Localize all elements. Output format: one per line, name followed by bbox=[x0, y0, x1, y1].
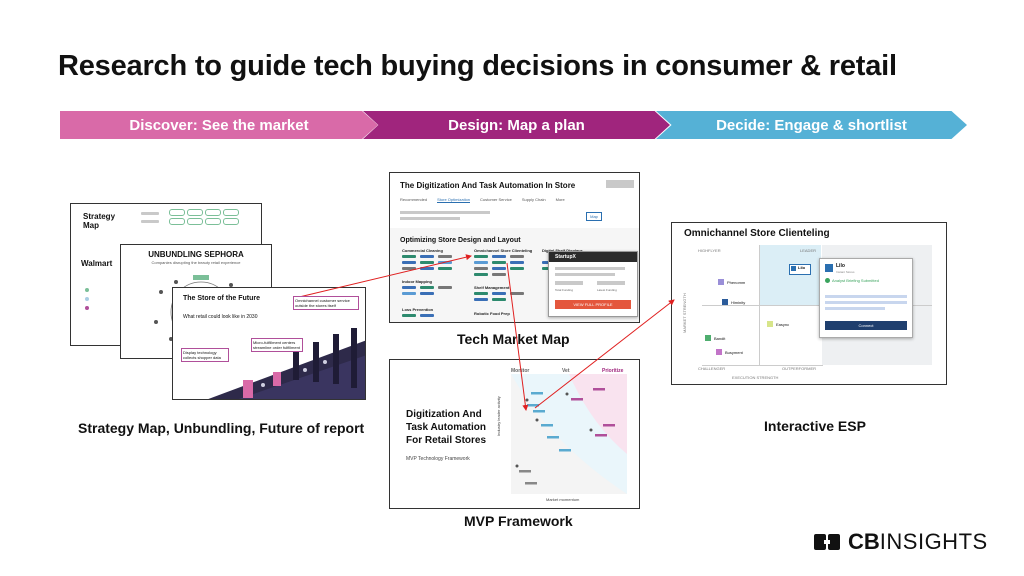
popup-status: Analyst Briefing Submitted bbox=[832, 278, 879, 283]
unbundling-title: UNBUNDLING SEPHORA bbox=[148, 250, 244, 259]
esp-company-popup: Lilo Instant Stores Analyst Briefing Sub… bbox=[819, 258, 913, 338]
discover-caption: Strategy Map, Unbundling, Future of repo… bbox=[78, 420, 365, 436]
company-lilo[interactable]: Lilo bbox=[798, 265, 806, 270]
page-title: Research to guide tech buying decisions … bbox=[58, 50, 897, 82]
startup-popup: StartupX Total Funding Latest Funding VI… bbox=[548, 251, 638, 317]
store-future-callout-2: Micro-fulfillment centers streamline ord… bbox=[251, 338, 303, 352]
connect-button[interactable]: Connect bbox=[825, 321, 907, 330]
esp-card: Omnichannel Store Clienteling HIGHFLYER … bbox=[671, 222, 947, 385]
esp-yaxis: MARKET STRENGTH bbox=[682, 293, 687, 333]
unbundling-subtitle: Companies disrupting the beauty retail e… bbox=[151, 260, 241, 265]
popup-company-name: StartupX bbox=[549, 252, 637, 262]
category-commercial-cleaning: Commercial Cleaning bbox=[402, 248, 443, 253]
stage-design: Design: Map a plan bbox=[363, 111, 670, 139]
esp-xaxis: EXECUTION STRENGTH bbox=[732, 375, 779, 380]
nav-tab-recommended[interactable]: Recommended bbox=[400, 197, 428, 202]
store-future-callout-1: Omnichannel customer service outside the… bbox=[293, 296, 359, 310]
market-map-card: The Digitization And Task Automation In … bbox=[389, 172, 640, 323]
esp-title: Omnichannel Store Clienteling bbox=[684, 228, 830, 239]
store-future-title: The Store of the Future bbox=[183, 295, 260, 302]
quadrant-leader: LEADER bbox=[800, 248, 817, 253]
company-busyment[interactable]: Busyment bbox=[725, 350, 743, 355]
company-himinity[interactable]: Himinity bbox=[731, 300, 746, 305]
check-icon bbox=[825, 278, 830, 283]
brand-rest: INSIGHTS bbox=[879, 529, 988, 554]
market-map-caption: Tech Market Map bbox=[457, 331, 570, 347]
mvp-chart bbox=[511, 374, 627, 494]
mvp-column-monitor: Monitor bbox=[511, 368, 530, 374]
cbinsights-logo: CBINSIGHTS bbox=[814, 529, 988, 555]
mvp-xlabel: Market momentum bbox=[546, 497, 580, 502]
store-future-card: The Store of the Future What retail coul… bbox=[172, 287, 366, 400]
quadrant-challenger: CHALLENGER bbox=[698, 366, 726, 371]
esp-caption: Interactive ESP bbox=[764, 418, 866, 434]
mvp-ylabel: Industry leader activity bbox=[496, 396, 501, 436]
market-map-nav: Recommended Store Optimization Customer … bbox=[400, 197, 565, 203]
popup-latest-funding: Latest Funding bbox=[597, 288, 617, 292]
stage-decide: Decide: Engage & shortlist bbox=[656, 111, 967, 139]
popup-company-title: Lilo bbox=[836, 263, 845, 269]
brand-bold: CB bbox=[848, 529, 880, 554]
store-future-callout-3: Display technology collects shopper data bbox=[181, 348, 229, 362]
category-robotic-food-prep: Robotic Food Prep bbox=[474, 311, 510, 316]
company-bandit[interactable]: Bandit bbox=[714, 336, 726, 341]
mvp-caption: MVP Framework bbox=[464, 513, 573, 529]
category-digital-shelf: Digital Shelf Displays bbox=[542, 248, 583, 253]
nav-tab-customer-service[interactable]: Customer Service bbox=[480, 197, 512, 202]
stage-discover: Discover: See the market bbox=[60, 111, 378, 139]
category-clienteling: Omnichannel Store Clienteling bbox=[474, 248, 533, 253]
nav-tab-more[interactable]: More bbox=[555, 197, 565, 202]
quadrant-outperformer: OUTPERFORMER bbox=[782, 366, 816, 371]
popup-total-funding: Total Funding bbox=[555, 288, 574, 292]
market-map-title: The Digitization And Task Automation In … bbox=[400, 181, 576, 190]
quadrant-highflyer: HIGHFLYER bbox=[698, 248, 721, 253]
mvp-subtitle: MVP Technology Framework bbox=[406, 456, 470, 462]
cbinsights-logo-icon bbox=[814, 534, 840, 550]
category-shelf-management: Shelf Management bbox=[474, 285, 510, 290]
mvp-column-vet: Vet bbox=[562, 368, 570, 374]
mvp-column-prioritize: Prioritize bbox=[602, 368, 624, 374]
category-loss-prevention: Loss Prevention bbox=[402, 307, 434, 312]
company-phenomm[interactable]: Phenomm bbox=[727, 280, 746, 285]
market-map-section-title: Optimizing Store Design and Layout bbox=[400, 237, 521, 244]
store-future-subtitle: What retail could look like in 2030 bbox=[183, 314, 258, 320]
map-button[interactable]: Map bbox=[586, 212, 602, 221]
strategy-map-company: Walmart bbox=[81, 259, 113, 268]
view-full-profile-button[interactable]: VIEW FULL PROFILE bbox=[555, 300, 631, 309]
category-indoor-mapping: Indoor Mapping bbox=[402, 279, 432, 284]
mvp-card: Digitization And Task Automation For Ret… bbox=[389, 359, 640, 509]
nav-tab-store-optimization[interactable]: Store Optimization bbox=[437, 197, 471, 203]
mvp-title: Digitization And Task Automation For Ret… bbox=[406, 409, 487, 446]
popup-company-sub: Instant Stores bbox=[836, 270, 855, 274]
strategy-map-title: Strategy Map bbox=[83, 212, 116, 230]
nav-tab-supply-chain[interactable]: Supply Chain bbox=[521, 197, 546, 202]
company-easync[interactable]: Easync bbox=[776, 322, 790, 327]
store-illustration bbox=[208, 328, 365, 399]
